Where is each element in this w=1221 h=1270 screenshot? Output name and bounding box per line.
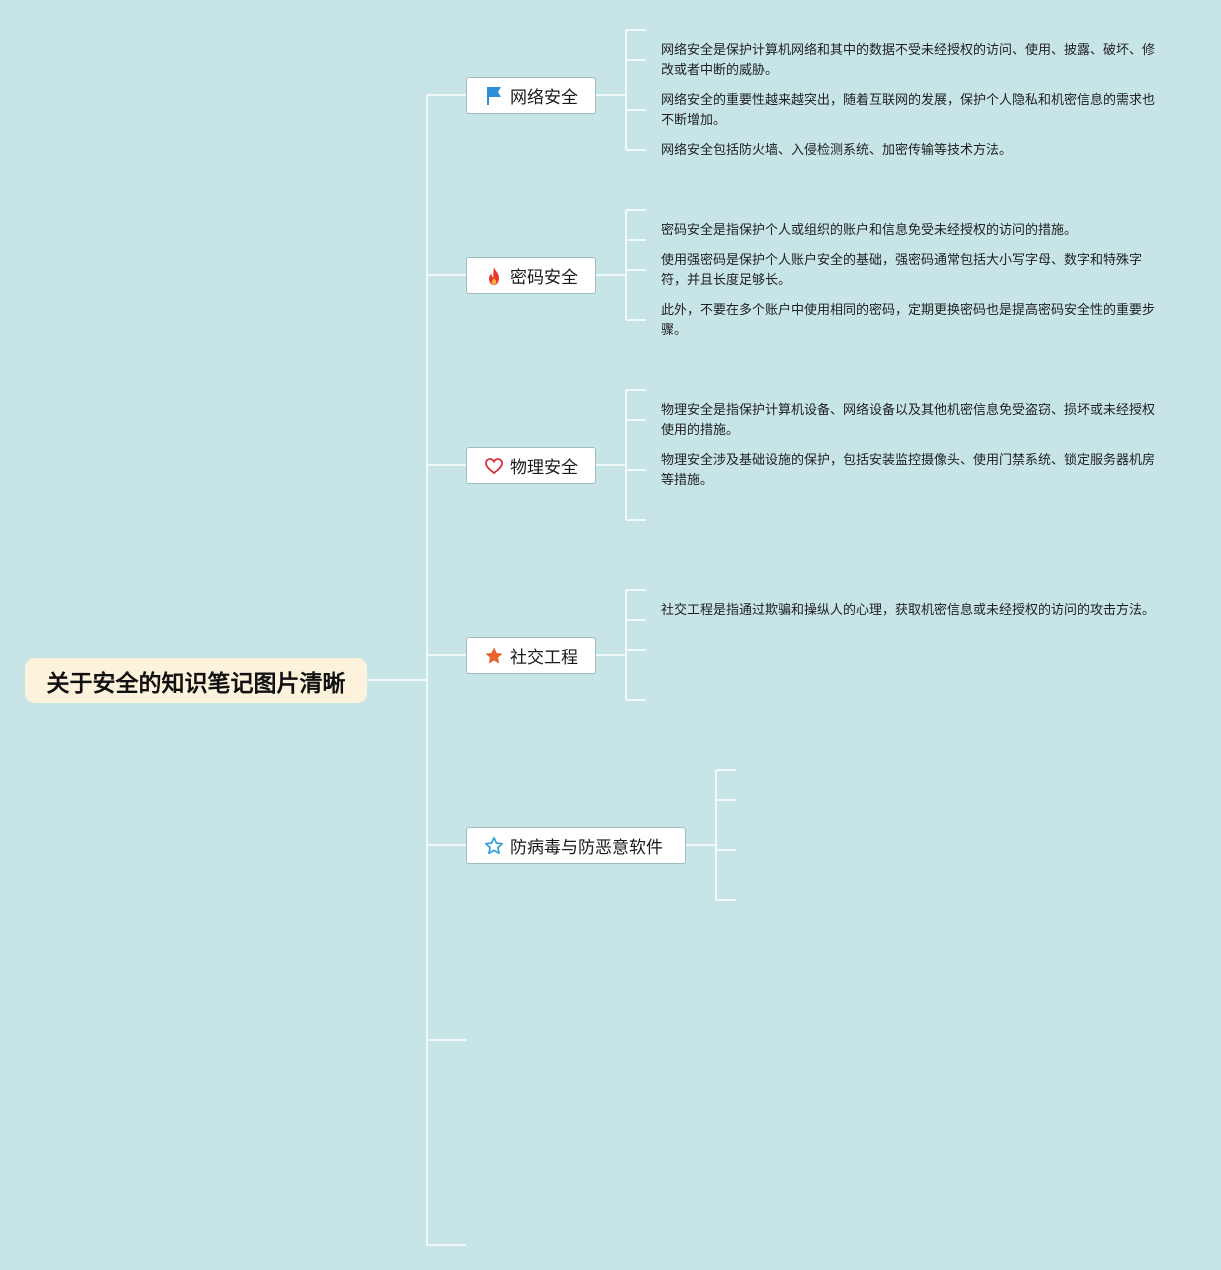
star-filled-icon bbox=[484, 646, 504, 666]
star-outline-icon bbox=[484, 836, 504, 856]
branch-label: 物理安全 bbox=[510, 458, 578, 478]
fire-icon bbox=[484, 266, 504, 286]
flag-icon bbox=[484, 86, 504, 106]
note-network-3: 网络安全包括防火墙、入侵检测系统、加密传输等技术方法。 bbox=[661, 143, 1013, 158]
note-social-1: 社交工程是指通过欺骗和操纵人的心理，获取机密信息或未经授权的访问的攻击方法。 bbox=[661, 603, 1156, 618]
branch-password-security[interactable]: 密码安全 bbox=[466, 257, 596, 294]
note-physical-1: 物理安全是指保护计算机设备、网络设备以及其他机密信息免受盗窃、损坏或未经授权使用… bbox=[661, 403, 1156, 438]
note-network-1: 网络安全是保护计算机网络和其中的数据不受未经授权的访问、使用、披露、破坏、修改或… bbox=[661, 43, 1156, 78]
branch-social-engineering[interactable]: 社交工程 bbox=[466, 637, 596, 674]
root-topic[interactable]: 关于安全的知识笔记图片清晰 bbox=[25, 658, 367, 703]
branch-label: 防病毒与防恶意软件 bbox=[510, 838, 663, 858]
note-network-2: 网络安全的重要性越来越突出，随着互联网的发展，保护个人隐私和机密信息的需求也不断… bbox=[661, 93, 1156, 128]
branch-label: 社交工程 bbox=[510, 648, 578, 668]
branch-label: 网络安全 bbox=[510, 88, 578, 108]
branch-label: 密码安全 bbox=[510, 268, 578, 288]
note-password-3: 此外，不要在多个账户中使用相同的密码，定期更换密码也是提高密码安全性的重要步骤。 bbox=[661, 303, 1156, 338]
note-physical-2: 物理安全涉及基础设施的保护，包括安装监控摄像头、使用门禁系统、锁定服务器机房等措… bbox=[661, 453, 1156, 488]
branch-physical-security[interactable]: 物理安全 bbox=[466, 447, 596, 484]
branch-network-security[interactable]: 网络安全 bbox=[466, 77, 596, 114]
branch-antivirus-antimalware[interactable]: 防病毒与防恶意软件 bbox=[466, 827, 686, 864]
note-password-2: 使用强密码是保护个人账户安全的基础，强密码通常包括大小写字母、数字和特殊字符，并… bbox=[661, 253, 1143, 288]
heart-outline-icon bbox=[484, 456, 504, 476]
note-password-1: 密码安全是指保护个人或组织的账户和信息免受未经授权的访问的措施。 bbox=[661, 223, 1078, 238]
